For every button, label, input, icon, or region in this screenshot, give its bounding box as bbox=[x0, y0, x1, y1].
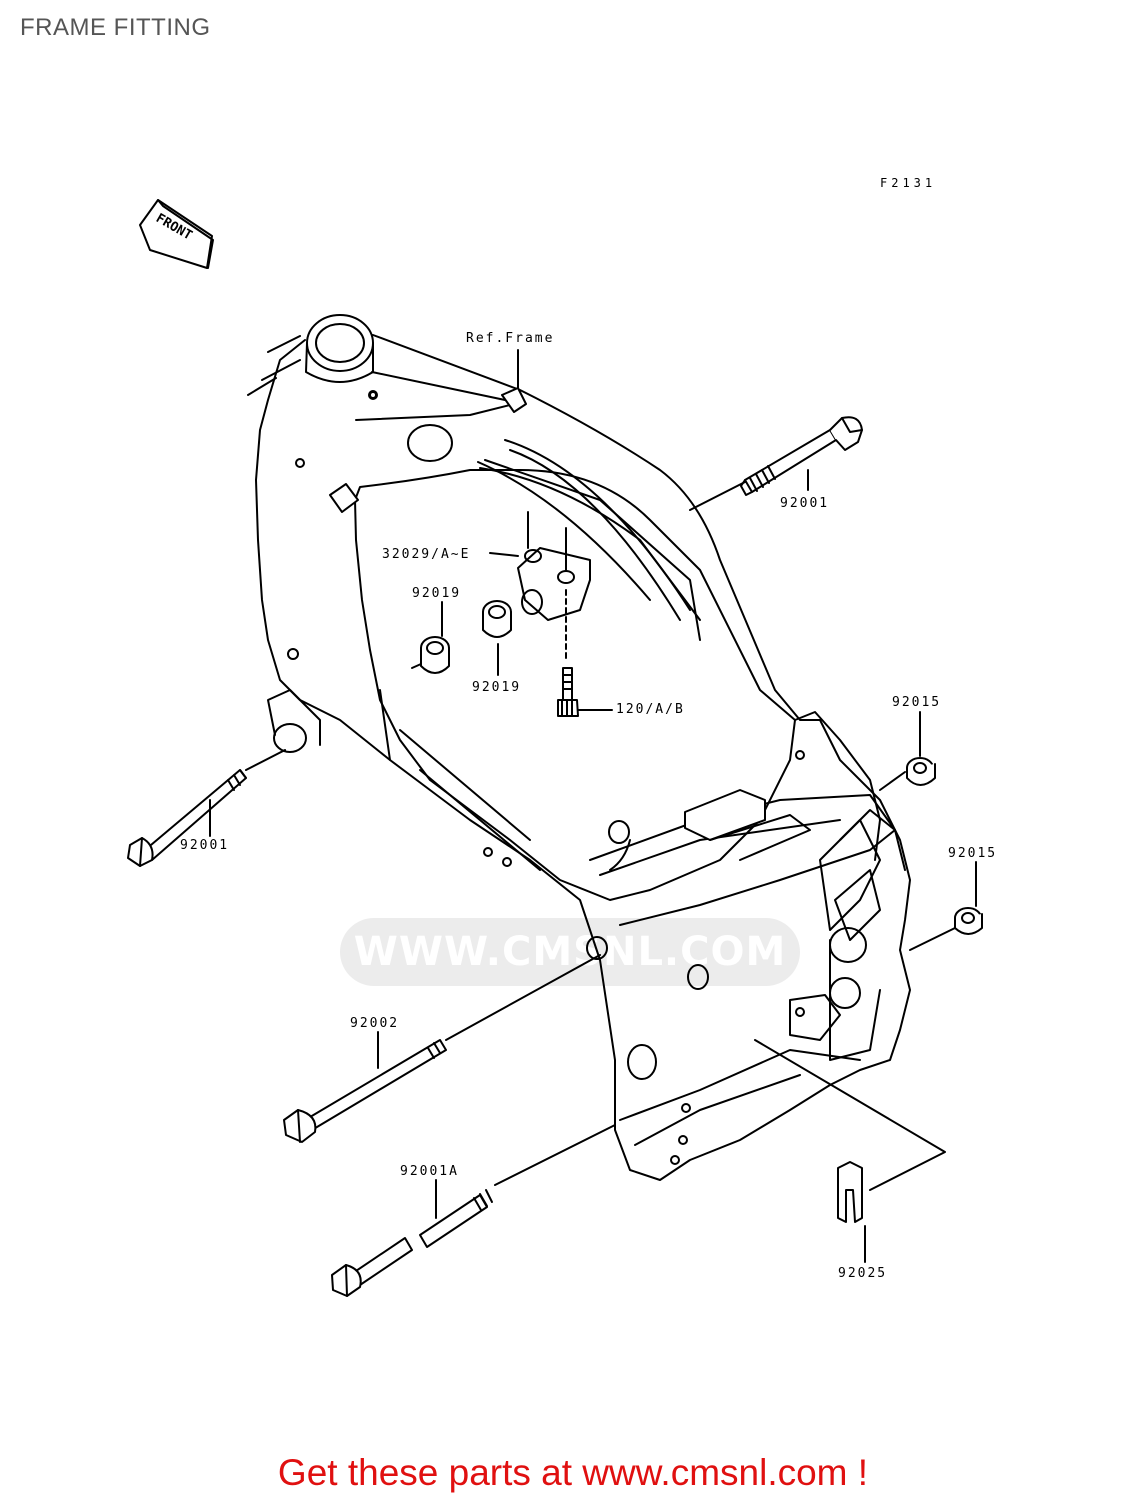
nut-92015-upper bbox=[879, 757, 936, 791]
label-92019-upper[interactable]: 92019 bbox=[412, 586, 462, 601]
bolt-92001A bbox=[331, 1124, 616, 1297]
label-92025[interactable]: 92025 bbox=[838, 1266, 888, 1281]
label-92001A[interactable]: 92001A bbox=[400, 1164, 459, 1179]
bolt-92002 bbox=[283, 954, 601, 1143]
label-92001-left[interactable]: 92001 bbox=[180, 838, 230, 853]
bracket-32029 bbox=[517, 511, 591, 661]
label-92015-upper[interactable]: 92015 bbox=[892, 695, 942, 710]
clip-92025 bbox=[754, 1039, 946, 1223]
label-92019-lower[interactable]: 92019 bbox=[472, 680, 522, 695]
nut-92015-lower bbox=[909, 907, 983, 951]
bolt-92001-left bbox=[127, 749, 286, 867]
label-92015-lower[interactable]: 92015 bbox=[948, 846, 998, 861]
front-arrow-icon: FRONT bbox=[139, 199, 214, 269]
label-ref-frame[interactable]: Ref.Frame bbox=[466, 331, 555, 346]
footer-promo-link[interactable]: Get these parts at www.cmsnl.com ! bbox=[277, 1452, 869, 1493]
page-title: FRAME FITTING bbox=[20, 14, 211, 41]
frame-inner bbox=[354, 469, 796, 901]
collar-92019-b bbox=[420, 636, 450, 674]
bolt-92001-top bbox=[689, 416, 863, 511]
label-120[interactable]: 120/A/B bbox=[616, 702, 685, 717]
label-92001-top[interactable]: 92001 bbox=[780, 496, 830, 511]
steering-head bbox=[247, 314, 378, 400]
watermark: WWW.CMSNL.COM bbox=[340, 918, 800, 986]
figure-code: F2131 bbox=[880, 176, 937, 190]
frame-outline bbox=[255, 334, 911, 1181]
collar-92019-a bbox=[482, 600, 512, 638]
bolt-120 bbox=[557, 667, 579, 717]
label-32029[interactable]: 32029/A~E bbox=[382, 547, 471, 562]
label-92002[interactable]: 92002 bbox=[350, 1016, 400, 1031]
